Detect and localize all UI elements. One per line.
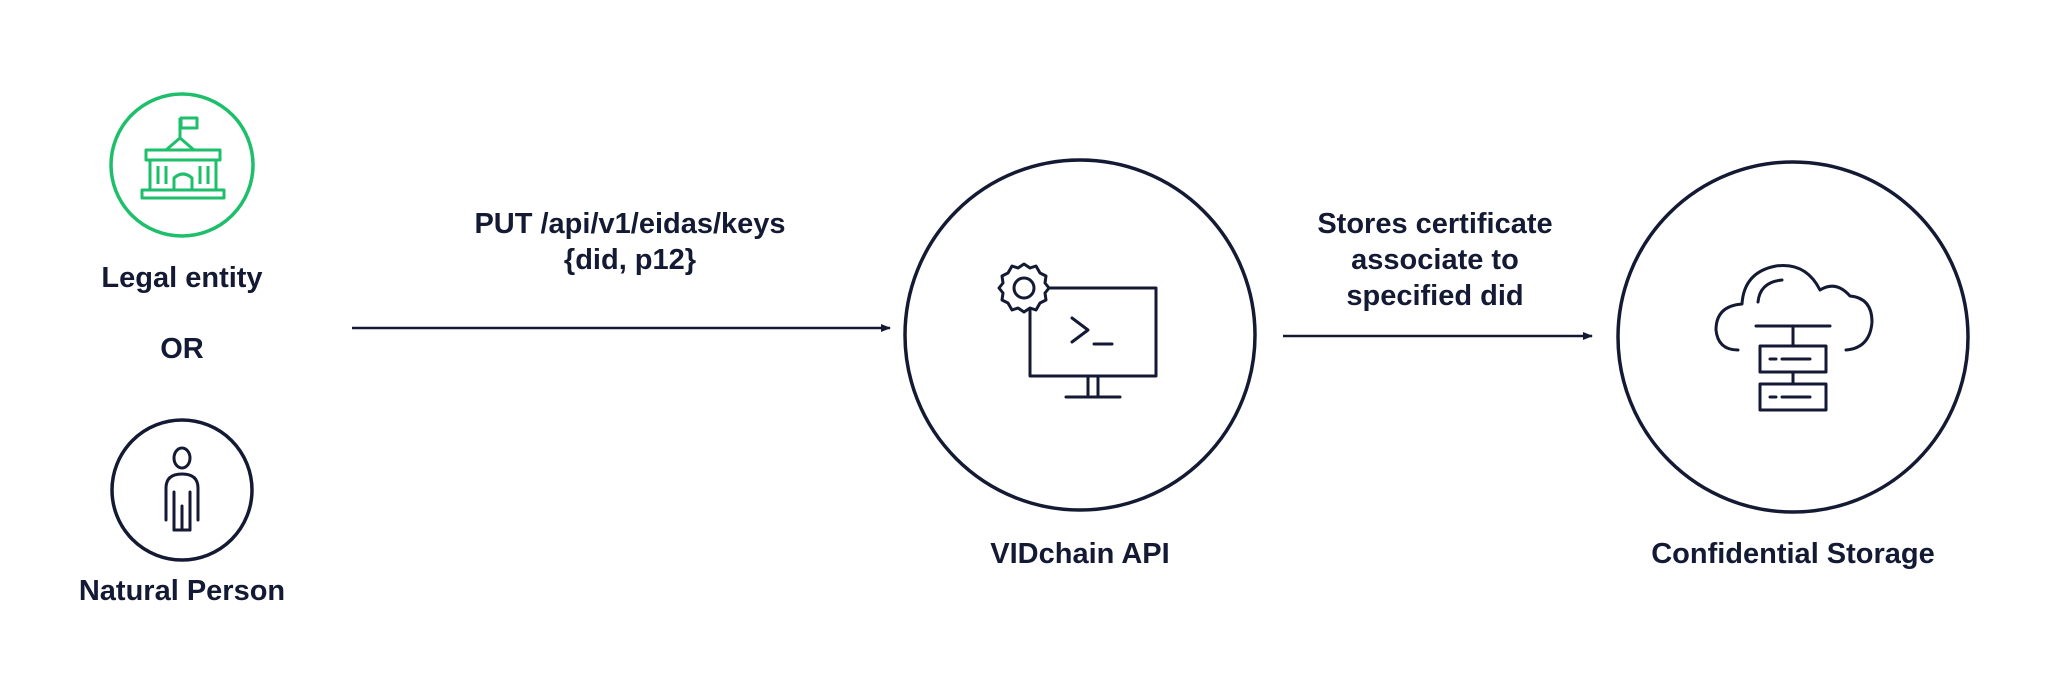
- api-terminal-icon: [903, 158, 1257, 512]
- store-action-label: Stores certificate associate to specifie…: [1280, 206, 1590, 314]
- store-action-line-3: specified did: [1346, 280, 1524, 312]
- cloud-storage-icon: [1616, 160, 1970, 514]
- legal-entity-label: Legal entity: [101, 262, 263, 294]
- natural-person-label: Natural Person: [78, 575, 286, 607]
- legal-entity-icon: [109, 92, 255, 238]
- request-line-2: {did, p12}: [563, 244, 697, 276]
- request-label: PUT /api/v1/eidas/keys {did, p12}: [440, 206, 820, 278]
- storage-label: Confidential Storage: [1651, 538, 1935, 570]
- or-label: OR: [160, 333, 204, 365]
- api-label: VIDchain API: [990, 538, 1170, 570]
- store-action-line-2: associate to: [1351, 244, 1519, 276]
- store-action-line-1: Stores certificate: [1317, 208, 1553, 240]
- natural-person-icon: [110, 418, 254, 562]
- request-line-1: PUT /api/v1/eidas/keys: [474, 208, 786, 240]
